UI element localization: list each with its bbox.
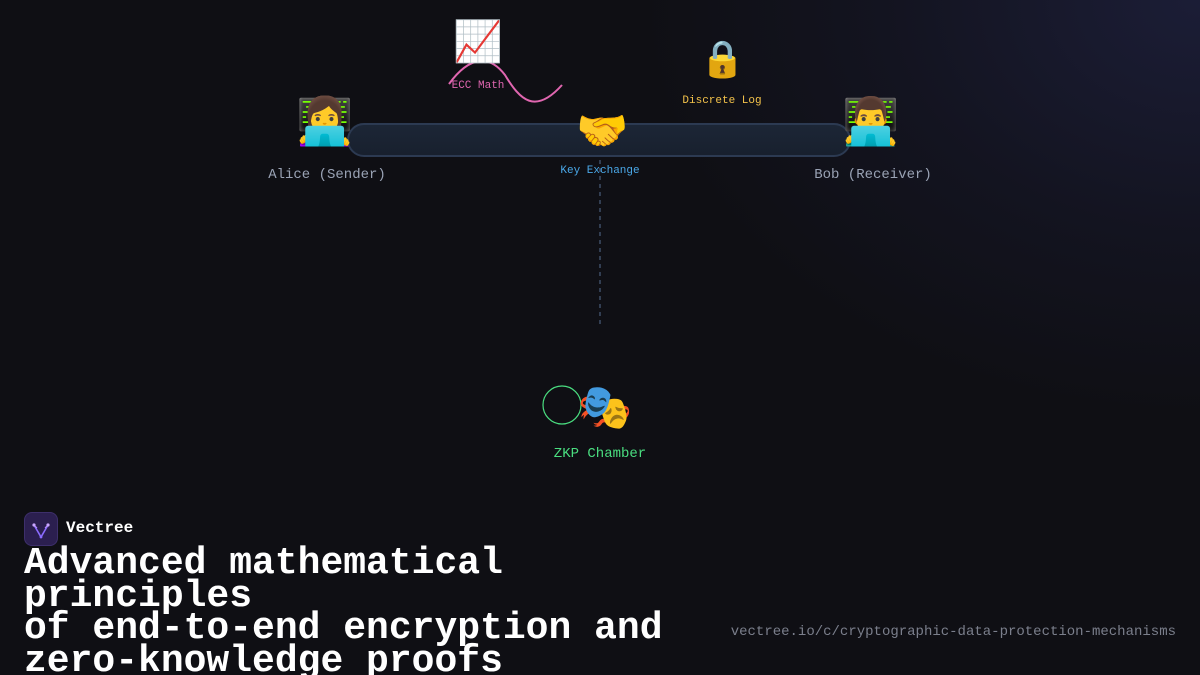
exchange-label: Key Exchange <box>560 165 640 177</box>
man-technologist-icon: 👨‍💻 <box>842 94 900 148</box>
masks-icon: 🎭 <box>577 382 633 433</box>
title-line: of end-to-end encryption and <box>24 607 663 650</box>
woman-technologist-icon: 👩‍💻 <box>296 94 354 148</box>
vectree-logo-icon <box>24 512 58 546</box>
zkp-label: ZKP Chamber <box>553 446 647 462</box>
dlog-label: Discrete Log <box>682 95 762 107</box>
ecc-label: ECC Math <box>451 80 505 92</box>
page-title: Advanced mathematical principles of end-… <box>24 542 744 675</box>
receiver-label: Bob (Receiver) <box>814 167 932 183</box>
zkp-circle <box>542 385 582 425</box>
brand-name: Vectree <box>66 519 134 537</box>
title-line: Advanced mathematical principles <box>24 542 503 618</box>
handshake-icon: 🤝 <box>576 106 629 155</box>
secure-channel <box>347 123 851 157</box>
title-line: zero-knowledge proofs <box>24 639 503 675</box>
ecc-curve <box>448 59 563 103</box>
vectree-logo-mark <box>32 523 50 539</box>
sender-label: Alice (Sender) <box>268 167 386 183</box>
chart-increasing-icon: 📈 <box>453 19 503 65</box>
source-url: vectree.io/c/cryptographic-data-protecti… <box>730 624 1176 640</box>
lock-icon: 🔒 <box>700 39 745 80</box>
